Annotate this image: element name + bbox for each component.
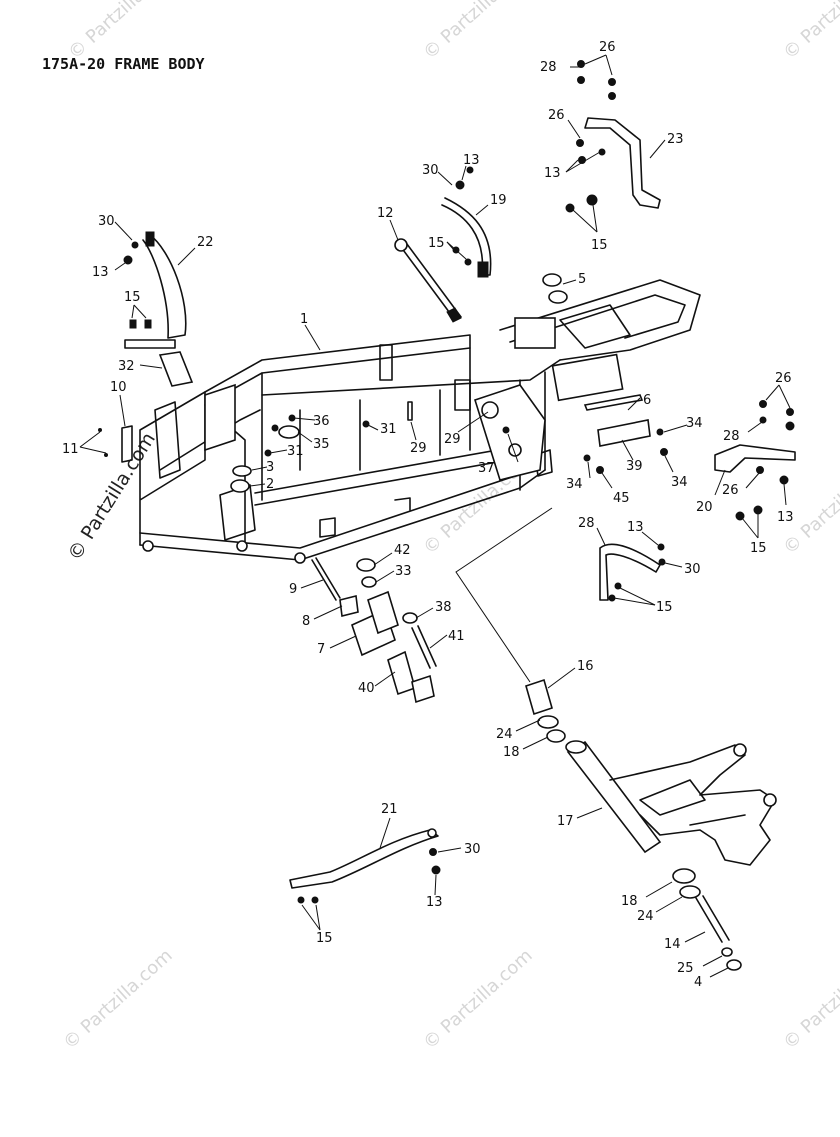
- callout-13: 13: [544, 166, 561, 181]
- pivot-leader-line: [455, 507, 553, 683]
- callout-31: 31: [287, 444, 304, 459]
- callout-15: 15: [656, 600, 673, 615]
- callout-37: 37: [478, 461, 495, 476]
- callout-13: 13: [777, 510, 794, 525]
- callout-28: 28: [723, 429, 740, 444]
- watermark-text: © Partzilla.com: [419, 945, 536, 1054]
- main-frame-drawing: [139, 279, 701, 564]
- callout-20: 20: [696, 500, 713, 515]
- callout-11: 11: [62, 442, 79, 457]
- callout-numbers: 26 28 26 13 23 15 13 30 19 12 15 5 30 22…: [62, 40, 794, 990]
- callout-5: 5: [578, 272, 586, 287]
- callout-31: 31: [380, 422, 397, 437]
- callout-30: 30: [422, 163, 439, 178]
- callout-13: 13: [463, 153, 480, 168]
- callout-22: 22: [197, 235, 214, 250]
- callout-13: 13: [627, 520, 644, 535]
- callout-28: 28: [578, 516, 595, 531]
- callout-15: 15: [750, 541, 767, 556]
- watermark-text: © Partzilla.com: [779, 945, 840, 1054]
- callout-40: 40: [358, 681, 375, 696]
- callout-42: 42: [394, 543, 411, 558]
- callout-13: 13: [92, 265, 109, 280]
- callout-9: 9: [289, 582, 297, 597]
- callout-25: 25: [677, 961, 694, 976]
- callout-15: 15: [428, 236, 445, 251]
- callout-41: 41: [448, 629, 465, 644]
- leader-lines: [79, 54, 791, 978]
- callout-21: 21: [381, 802, 398, 817]
- callout-32: 32: [118, 359, 135, 374]
- callout-15: 15: [591, 238, 608, 253]
- callout-18: 18: [503, 745, 520, 760]
- watermark-text: © Partzilla.com: [419, 0, 536, 64]
- callout-33: 33: [395, 564, 412, 579]
- callout-18: 18: [621, 894, 638, 909]
- callout-23: 23: [667, 132, 684, 147]
- callout-6: 6: [643, 393, 651, 408]
- callout-24: 24: [496, 727, 513, 742]
- callout-30: 30: [684, 562, 701, 577]
- callout-12: 12: [377, 206, 394, 221]
- callout-34: 34: [671, 475, 688, 490]
- watermark-text: © Partzilla.com: [59, 945, 176, 1054]
- callout-29: 29: [410, 441, 427, 456]
- small-parts-drawing: [98, 60, 796, 971]
- callout-1: 1: [300, 312, 308, 327]
- callout-29: 29: [444, 432, 461, 447]
- callout-28: 28: [540, 60, 557, 75]
- callout-19: 19: [490, 193, 507, 208]
- callout-2: 2: [266, 477, 274, 492]
- callout-36: 36: [313, 414, 330, 429]
- callout-45: 45: [613, 491, 630, 506]
- callout-39: 39: [626, 459, 643, 474]
- callout-3: 3: [266, 460, 274, 475]
- callout-16: 16: [577, 659, 594, 674]
- callout-38: 38: [435, 600, 452, 615]
- callout-10: 10: [110, 380, 127, 395]
- diagram-title: 175A-20 FRAME BODY: [42, 55, 205, 73]
- callout-13: 13: [426, 895, 443, 910]
- callout-30: 30: [464, 842, 481, 857]
- callout-26: 26: [548, 108, 565, 123]
- callout-34: 34: [566, 477, 583, 492]
- callout-8: 8: [302, 614, 310, 629]
- callout-35: 35: [313, 437, 330, 452]
- callout-14: 14: [664, 937, 681, 952]
- callout-15: 15: [124, 290, 141, 305]
- callout-4: 4: [694, 975, 702, 990]
- callout-34: 34: [686, 416, 703, 431]
- watermark-text: © Partzilla.com: [779, 450, 840, 559]
- callout-26: 26: [775, 371, 792, 386]
- callout-30: 30: [98, 214, 115, 229]
- callout-7: 7: [317, 642, 325, 657]
- callout-26: 26: [599, 40, 616, 55]
- watermark-layer: © Partzilla.com © Partzilla.com © Partzi…: [59, 0, 840, 1054]
- callout-15: 15: [316, 931, 333, 946]
- callout-26: 26: [722, 483, 739, 498]
- callout-24: 24: [637, 909, 654, 924]
- watermark-text: © Partzilla.com: [779, 0, 840, 64]
- callout-17: 17: [557, 814, 574, 829]
